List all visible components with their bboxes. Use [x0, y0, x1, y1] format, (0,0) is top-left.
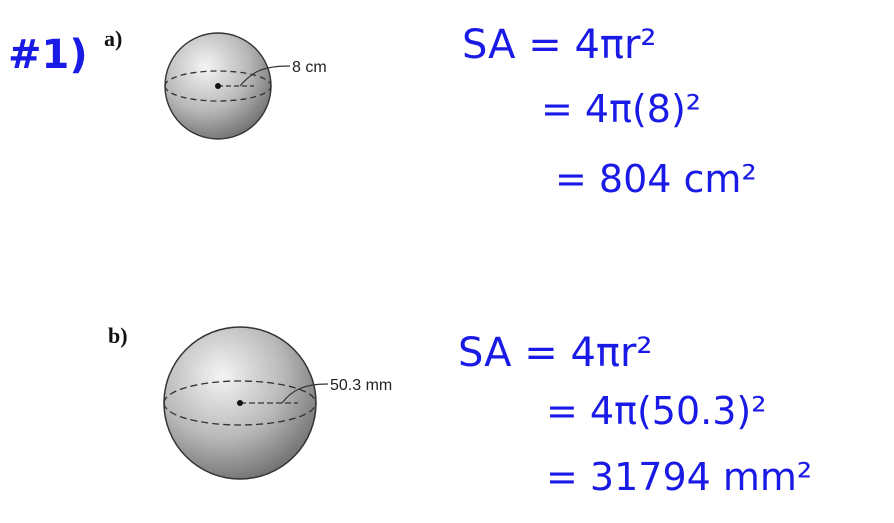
part-a-label: a) — [104, 26, 122, 51]
work-b-line-1: SA = 4πr² — [458, 330, 652, 376]
problem-number: #1) — [8, 32, 88, 78]
work-a-line-3: = 804 cm² — [555, 157, 757, 201]
work-a-line-1: SA = 4πr² — [462, 22, 656, 68]
sphere-b-equator-front — [163, 402, 317, 426]
sphere-b-leader — [281, 383, 329, 404]
work-a-line-2: = 4π(8)² — [541, 87, 701, 131]
work-b-line-2: = 4π(50.3)² — [546, 389, 766, 433]
radius-label-b: 50.3 mm — [330, 377, 392, 394]
radius-label-a: 8 cm — [292, 59, 327, 76]
sphere-a — [164, 32, 291, 140]
sphere-a-leader — [239, 65, 291, 87]
sphere-b-center — [237, 400, 243, 406]
work-b-line-3: = 31794 mm² — [546, 455, 812, 499]
sphere-a-center — [215, 83, 221, 89]
sphere-b-equator-back — [163, 380, 317, 404]
part-b-label: b) — [108, 323, 128, 348]
sphere-b — [163, 326, 329, 480]
